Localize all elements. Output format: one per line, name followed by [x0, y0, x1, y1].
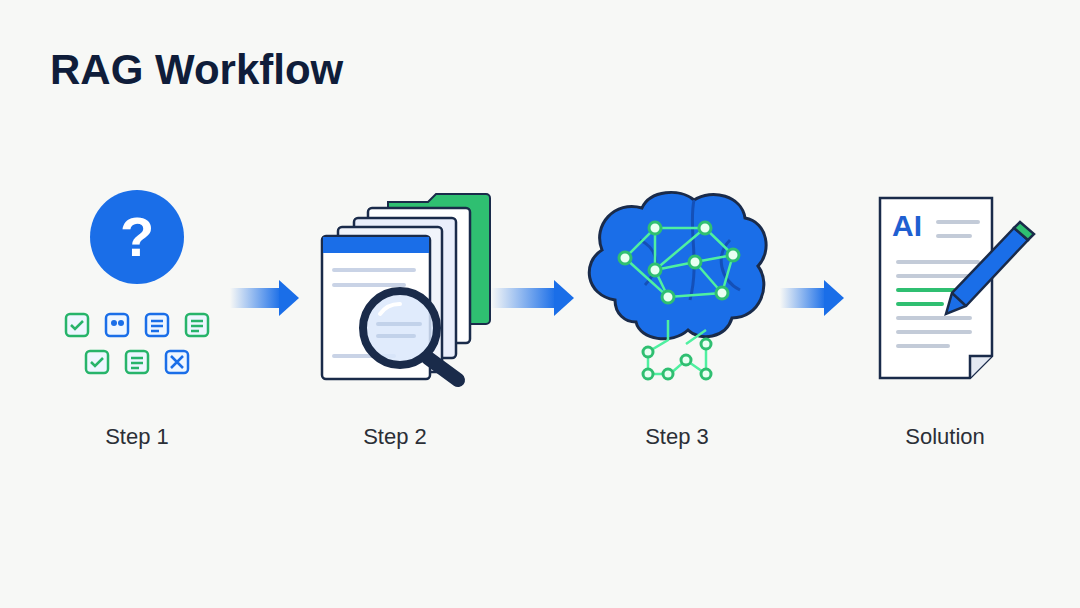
question-mark: ? [56, 207, 218, 267]
diagram-title: RAG Workflow [50, 46, 343, 94]
workflow-step: AI Solution [856, 180, 1034, 460]
step-label: Step 1 [56, 424, 218, 450]
document-search [322, 194, 490, 380]
input-icons [66, 314, 208, 373]
flow-arrow [230, 280, 299, 316]
step-label: Step 3 [586, 424, 768, 450]
flow-arrow [780, 280, 844, 316]
brain-network [589, 192, 766, 379]
workflow-step: ? Step 1 [56, 180, 218, 460]
workflow-step: Step 2 [311, 180, 479, 460]
workflow-step: Step 3 [586, 180, 768, 460]
ai-mark: AI [892, 209, 922, 243]
step-label: Solution [856, 424, 1034, 450]
answer-document [880, 198, 1034, 378]
step-label: Step 2 [311, 424, 479, 450]
flow-arrow [491, 280, 574, 316]
